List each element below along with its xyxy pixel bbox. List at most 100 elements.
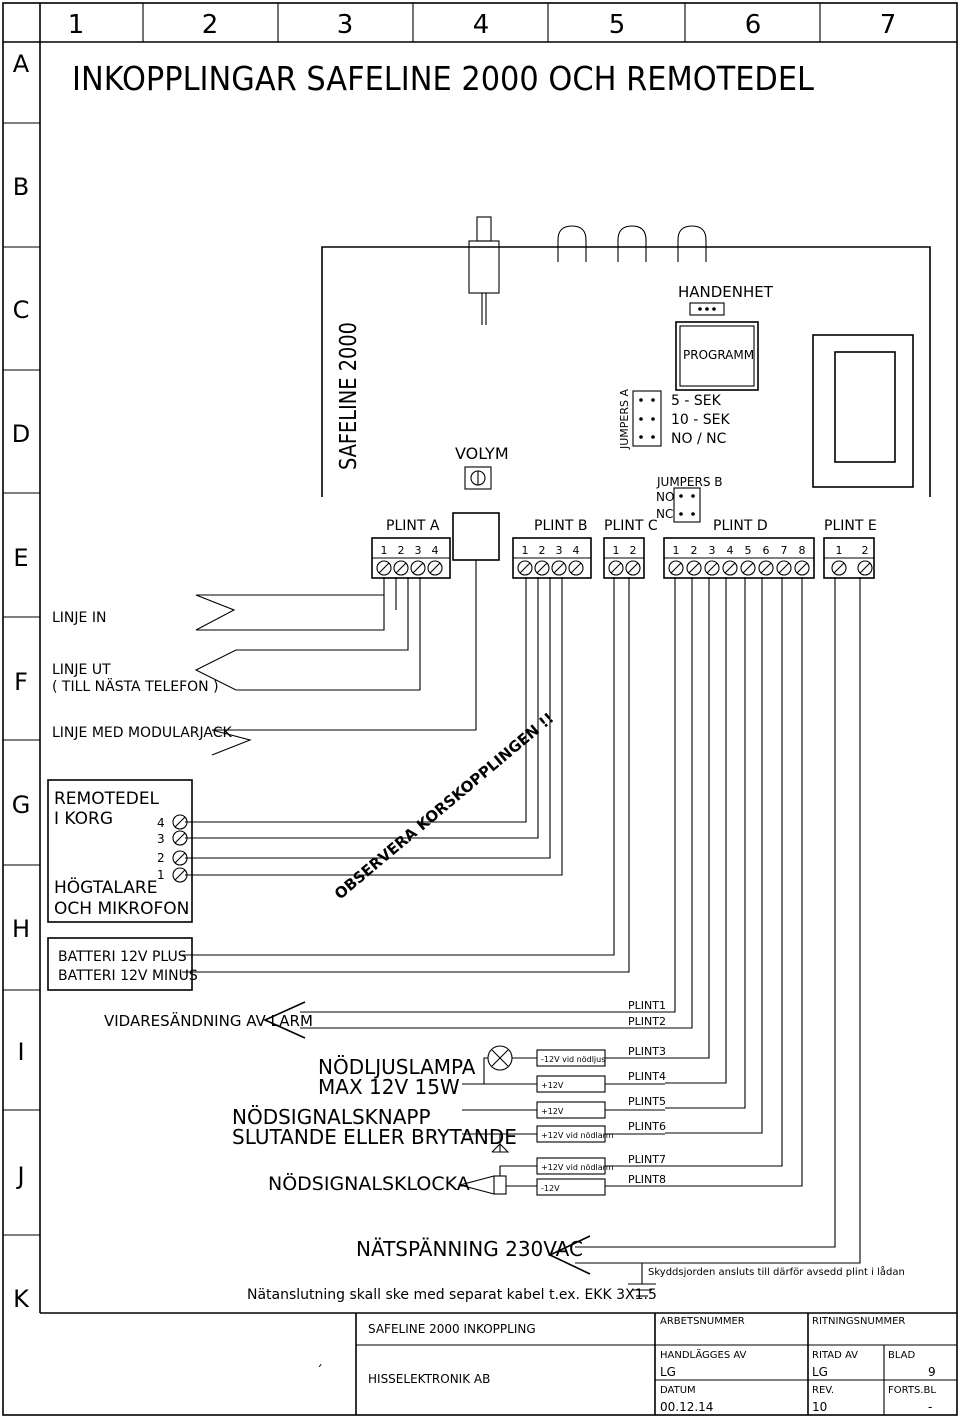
work-number-label: ARBETSNUMMER bbox=[660, 1316, 745, 1327]
column-label: 6 bbox=[745, 10, 762, 40]
screw-terminal-icon bbox=[534, 560, 550, 576]
remote-terminals bbox=[172, 814, 188, 883]
terminal-pin-label: 7 bbox=[781, 544, 788, 557]
display-frame bbox=[812, 334, 914, 488]
column-label: 1 bbox=[68, 10, 85, 40]
jumper-option: 5 - SEK bbox=[671, 393, 722, 409]
unit-name: SAFELINE 2000 bbox=[336, 322, 362, 470]
led-icon bbox=[617, 225, 647, 262]
terminal-label: PLINT B bbox=[534, 518, 587, 534]
alarm-plint-labels: PLINT1PLINT2PLINT3PLINT4PLINT5PLINT6PLIN… bbox=[628, 999, 666, 1186]
column-header: 1 2 3 4 5 6 7 bbox=[68, 3, 897, 42]
row-label: J bbox=[15, 1162, 24, 1190]
terminal-pin-label: 3 bbox=[415, 544, 422, 557]
sheet-label: BLAD bbox=[888, 1350, 916, 1361]
line-out-label: LINJE UT bbox=[52, 662, 111, 678]
screw-terminal-icon bbox=[722, 560, 738, 576]
alarm-terminal-box bbox=[536, 1178, 606, 1196]
mains-voltage-label: NÄTSPÄNNING 230VAC bbox=[356, 1237, 583, 1261]
emergency-button-label: NÖDSIGNALSKNAPP bbox=[232, 1105, 431, 1129]
alarm-terminal-text: +12V vid nödlarm bbox=[541, 1163, 614, 1172]
jumper-block-a bbox=[632, 390, 662, 447]
terminal-pin-label: 2 bbox=[862, 544, 869, 557]
emergency-lamp-spec: MAX 12V 15W bbox=[318, 1075, 460, 1099]
speaker-label: HÖGTALARE bbox=[54, 876, 157, 898]
row-header: A B C D E F G H I J K bbox=[3, 50, 40, 1313]
terminal-label: PLINT E bbox=[824, 518, 877, 534]
date-label: DATUM bbox=[660, 1385, 696, 1396]
battery-box: BATTERI 12V PLUS BATTERI 12V MINUS bbox=[47, 937, 198, 991]
screw-terminal-icon bbox=[668, 560, 684, 576]
earth-note: Skyddsjorden ansluts till därför avsedd … bbox=[648, 1265, 905, 1278]
screw-terminal-icon bbox=[393, 560, 409, 576]
program-module bbox=[675, 321, 759, 391]
jumper-option: NO / NC bbox=[671, 431, 727, 447]
line-in-label: LINJE IN bbox=[52, 610, 106, 626]
date-value: 00.12.14 bbox=[660, 1400, 713, 1414]
alarm-plint-label: PLINT3 bbox=[628, 1045, 666, 1058]
jumpers-b-label: JUMPERS B bbox=[656, 475, 723, 489]
row-label: K bbox=[13, 1285, 30, 1313]
screw-terminal-icon bbox=[831, 560, 847, 576]
button-icon bbox=[491, 1143, 510, 1153]
screw-terminal-icon bbox=[608, 560, 624, 576]
speaker-sublabel: OCH MIKROFON bbox=[54, 899, 189, 919]
screw-terminal-icon bbox=[410, 560, 426, 576]
jumper-option: NC bbox=[656, 507, 673, 521]
battery-minus-label: BATTERI 12V MINUS bbox=[58, 968, 198, 984]
screw-terminal-icon bbox=[172, 814, 188, 830]
terminal-pin-label: 1 bbox=[381, 544, 388, 557]
display-window bbox=[834, 351, 896, 463]
terminal-pin-label: 5 bbox=[745, 544, 752, 557]
terminal-pin-label: 4 bbox=[727, 544, 734, 557]
row-label: C bbox=[13, 296, 30, 324]
line-modular-label: LINJE MED MODULARJACK bbox=[52, 725, 233, 741]
alarm-terminal-text: +12V vid nödlarm bbox=[541, 1131, 614, 1140]
remote-pin-label: 2 bbox=[157, 851, 165, 865]
row-label: B bbox=[13, 173, 29, 201]
screw-terminal-icon bbox=[568, 560, 584, 576]
jumper-option: 10 - SEK bbox=[671, 412, 730, 428]
program-label: PROGRAMM bbox=[683, 348, 754, 362]
terminal-pin-label: 3 bbox=[709, 544, 716, 557]
emergency-lamp-label: NÖDLJUSLAMPA bbox=[318, 1055, 476, 1079]
terminal-label: PLINT C bbox=[604, 518, 658, 534]
terminal-pin-label: 6 bbox=[763, 544, 770, 557]
handled-by-label: HANDLÄGGES AV bbox=[660, 1348, 747, 1361]
ground-icon bbox=[628, 1263, 656, 1297]
alarm-terminal-text: -12V bbox=[541, 1184, 560, 1193]
alarm-plint-label: PLINT2 bbox=[628, 1015, 666, 1028]
safeline-unit: SAFELINE 2000 HANDENHET PROGRAMM JUMPERS… bbox=[321, 216, 931, 561]
terminal-pin-label: 2 bbox=[691, 544, 698, 557]
alarm-terminal-text: -12V vid nödljus bbox=[541, 1055, 605, 1064]
volume-label: VOLYM bbox=[455, 444, 509, 463]
transformer-module bbox=[452, 512, 500, 561]
terminal-label: PLINT D bbox=[713, 518, 768, 534]
forwarding-label: VIDARESÄNDNING AV LARM bbox=[104, 1011, 313, 1030]
remote-pin-label: 1 bbox=[157, 868, 165, 882]
column-label: 4 bbox=[473, 10, 490, 40]
terminal-pin-label: 4 bbox=[432, 544, 439, 557]
column-label: 5 bbox=[609, 10, 626, 40]
alarm-terminal-text: +12V bbox=[541, 1081, 564, 1090]
terminal-pin-label: 4 bbox=[573, 544, 580, 557]
remote-pin-label: 3 bbox=[157, 832, 165, 846]
battery-plus-label: BATTERI 12V PLUS bbox=[58, 949, 187, 965]
antenna-connector-icon bbox=[468, 216, 500, 325]
emergency-bell-label: NÖDSIGNALSKLOCKA bbox=[268, 1172, 470, 1195]
alarm-plint-label: PLINT1 bbox=[628, 999, 666, 1012]
alarm-plint-label: PLINT7 bbox=[628, 1153, 666, 1166]
screw-terminal-icon bbox=[704, 560, 720, 576]
column-label: 7 bbox=[880, 10, 897, 40]
row-label: A bbox=[13, 50, 30, 78]
emergency-button-type: SLUTANDE ELLER BRYTANDE bbox=[232, 1125, 517, 1149]
screw-terminal-icon bbox=[172, 867, 188, 883]
alarm-terminal-text: +12V bbox=[541, 1107, 564, 1116]
drawing-name: SAFELINE 2000 INKOPPLING bbox=[368, 1322, 536, 1336]
handled-by-value: LG bbox=[660, 1365, 676, 1379]
tick-mark: ´ bbox=[316, 1364, 323, 1380]
cable-note: Nätanslutning skall ske med separat kabe… bbox=[247, 1287, 657, 1303]
terminal-pin-label: 8 bbox=[799, 544, 806, 557]
terminal-pin-label: 1 bbox=[836, 544, 843, 557]
